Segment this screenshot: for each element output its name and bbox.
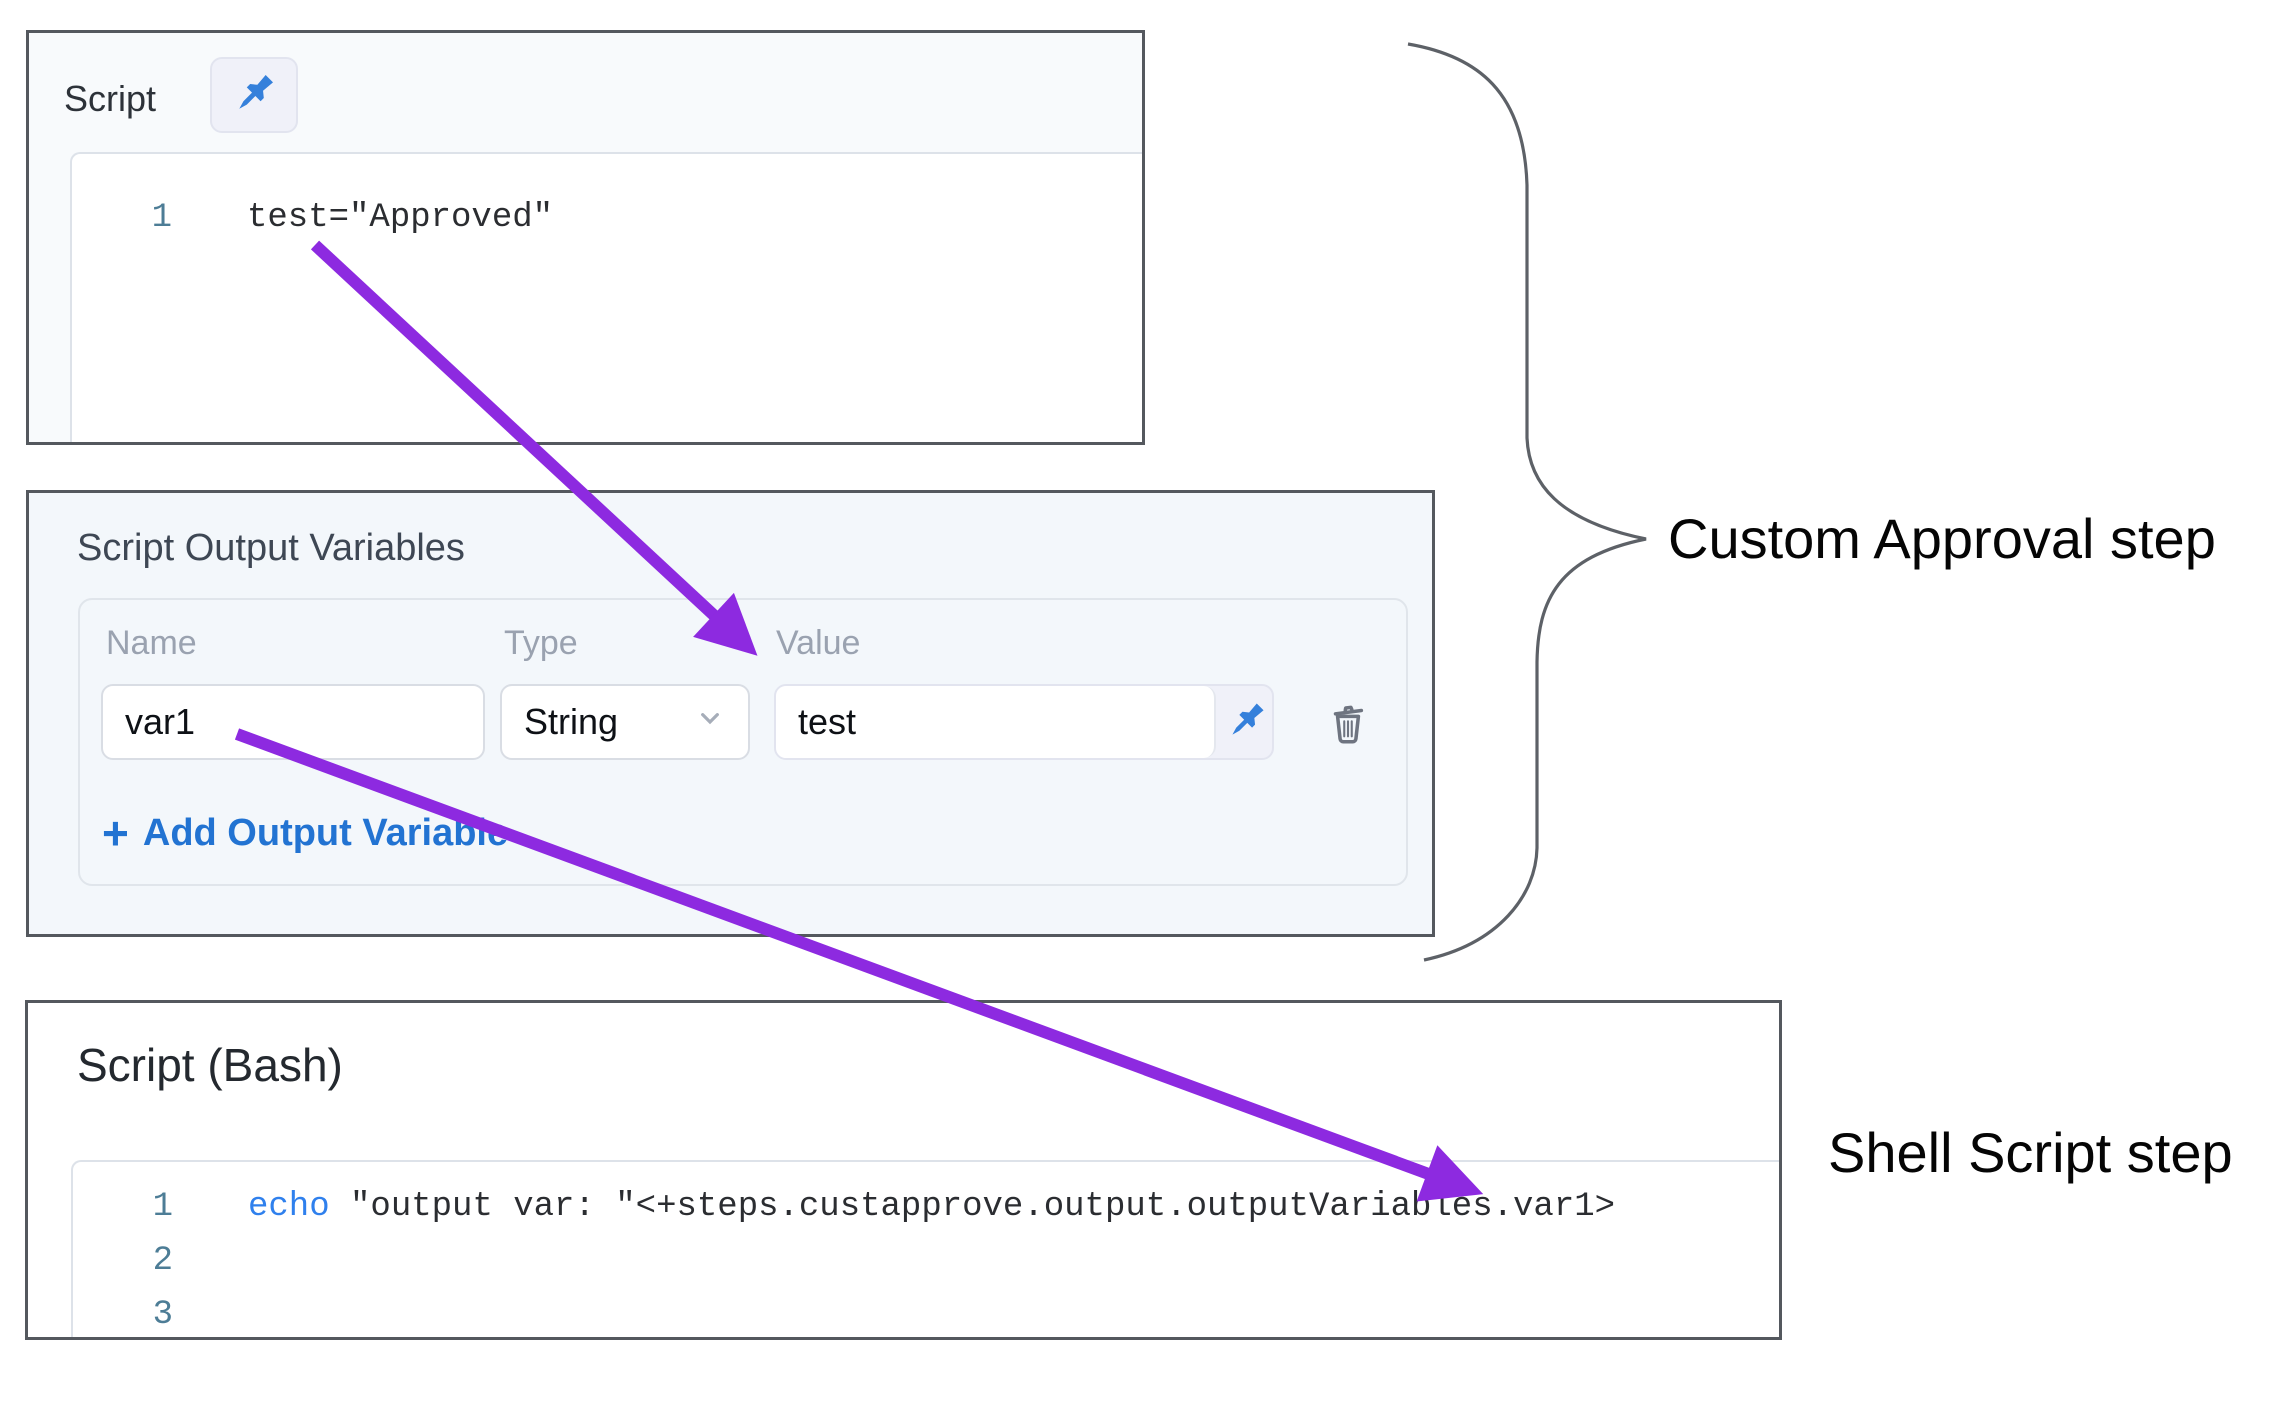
output-variables-box: Name Type Value String (78, 598, 1408, 886)
script-pin-button[interactable] (210, 57, 298, 133)
shell-script-step-label: Shell Script step (1828, 1121, 2233, 1184)
custom-approval-step-label: Custom Approval step (1668, 507, 2216, 570)
plus-icon: + (102, 807, 129, 859)
code-line: 1 echo "output var: "<+steps.custapprove… (73, 1180, 1779, 1234)
value-column-label: Value (776, 624, 861, 662)
bash-panel-title: Script (Bash) (77, 1039, 343, 1091)
line-number: 3 (152, 1296, 173, 1334)
pin-icon (1222, 697, 1270, 748)
bash-code-editor[interactable]: 1 echo "output var: "<+steps.custapprove… (71, 1160, 1779, 1337)
name-column-label: Name (106, 624, 197, 662)
code-text: test="Approved" (247, 199, 554, 237)
line-number: 2 (152, 1242, 173, 1280)
code-text: echo "output var: "<+steps.custapprove.o… (248, 1180, 1615, 1234)
chevron-down-icon (694, 701, 726, 743)
code-line: 2 (73, 1234, 1779, 1288)
variable-value-input[interactable] (776, 686, 1216, 758)
shell-script-panel: Script (Bash) 1 echo "output var: "<+ste… (25, 1000, 1782, 1340)
add-output-variable-label: Add Output Variable (142, 811, 509, 854)
value-pin-button[interactable] (1216, 686, 1272, 758)
variable-name-input[interactable] (101, 684, 485, 760)
variable-value-field-group (774, 684, 1274, 760)
selected-type-value: String (524, 701, 619, 742)
line-number: 1 (151, 199, 172, 237)
code-line: 3 (73, 1288, 1779, 1337)
add-output-variable-link[interactable]: + Add Output Variable (102, 810, 508, 856)
curly-brace (1407, 42, 1647, 962)
trash-icon (1323, 698, 1373, 751)
line-number: 1 (152, 1188, 173, 1226)
code-line: 1 test="Approved" (72, 190, 1142, 246)
type-column-label: Type (504, 624, 578, 662)
script-panel-title: Script (64, 78, 157, 119)
script-output-variables-panel: Script Output Variables Name Type Value … (26, 490, 1435, 937)
variable-type-select[interactable]: String (500, 684, 750, 760)
delete-variable-button[interactable] (1322, 696, 1374, 752)
custom-approval-script-panel: Script 1 test="Approved" (26, 30, 1145, 445)
pin-icon (228, 68, 280, 123)
code-rest: "output var: "<+steps.custapprove.output… (329, 1188, 1616, 1226)
echo-keyword: echo (248, 1188, 330, 1226)
script-code-editor[interactable]: 1 test="Approved" (70, 152, 1142, 442)
output-panel-title: Script Output Variables (77, 527, 465, 569)
